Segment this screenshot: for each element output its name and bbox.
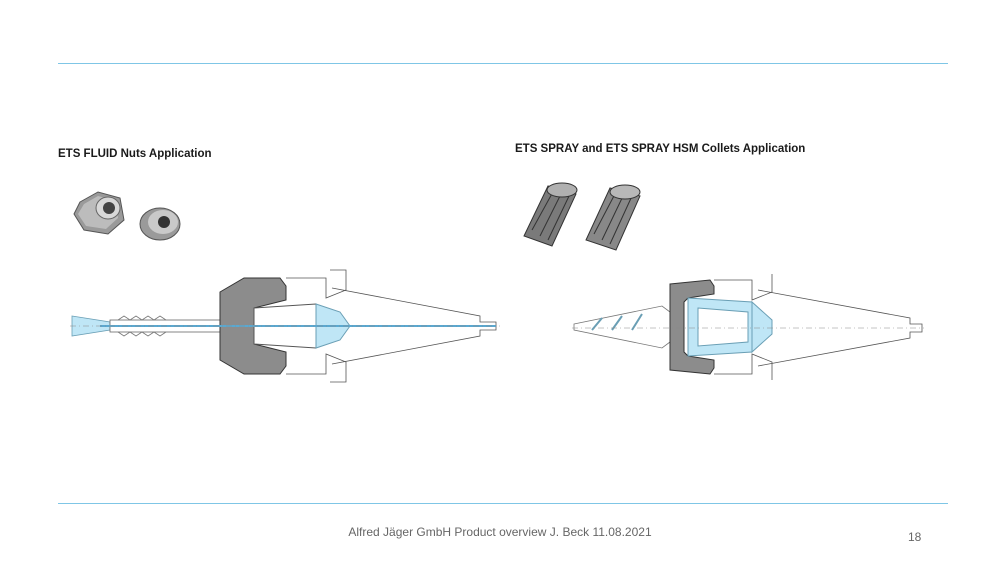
clamping-nut [669, 279, 715, 375]
fluid-nut-large [73, 191, 125, 235]
footer-rule [58, 503, 948, 504]
left-heading: ETS FLUID Nuts Application [58, 148, 212, 160]
coolant-chamber [751, 300, 773, 354]
footer-text: Alfred Jäger GmbH Product overview J. Be… [348, 525, 652, 539]
tool-shank [573, 305, 671, 349]
right-heading: ETS SPRAY and ETS SPRAY HSM Collets Appl… [515, 143, 806, 155]
fluid-nut-cross-section [70, 269, 500, 383]
spray-collet-cross-section [572, 274, 924, 380]
fluid-nut-small [139, 207, 181, 241]
page-number: 18 [908, 530, 922, 544]
spray-collet-2 [585, 184, 641, 251]
spray-collet-photos [523, 182, 641, 251]
header-rule [58, 63, 948, 64]
fluid-nut-photos [73, 191, 181, 241]
holder-taper [757, 289, 923, 367]
spray-collet-1 [523, 182, 578, 247]
